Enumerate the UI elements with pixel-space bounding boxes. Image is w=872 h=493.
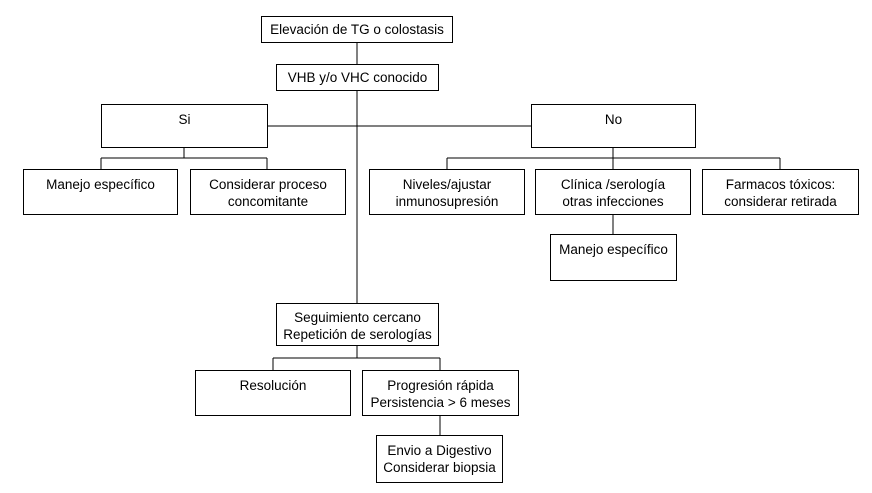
node-manejo-especifico-no: Manejo específico	[550, 234, 677, 281]
node-progresion-line2: Persistencia > 6 meses	[370, 395, 511, 410]
node-envio-digestivo: Envio a Digestivo Considerar biopsia	[376, 435, 503, 483]
node-farmacos-line2: considerar retirada	[724, 194, 837, 209]
node-considerar-proceso-line2: concomitante	[227, 194, 309, 209]
node-envio-line2: Considerar biopsia	[383, 460, 496, 475]
node-considerar-proceso: Considerar proceso concomitante	[190, 169, 346, 215]
node-niveles-line1: Niveles/ajustar	[402, 177, 492, 192]
node-no: No	[531, 104, 696, 148]
node-clinica-line2: otras infecciones	[562, 194, 664, 209]
node-hbv-hcv-known: VHB y/o VHC conocido	[276, 64, 439, 91]
node-clinica-line1: Clínica /serología	[560, 177, 666, 192]
node-resolucion-text: Resolución	[239, 378, 307, 393]
node-seguimiento-line1: Seguimiento cercano	[294, 310, 421, 325]
node-root-text: Elevación de TG o colostasis	[270, 22, 444, 37]
node-hbv-hcv-known-text: VHB y/o VHC conocido	[287, 70, 428, 85]
node-si: Si	[101, 104, 268, 148]
node-niveles-inmunosupresion: Niveles/ajustar inmunosupresión	[369, 169, 525, 215]
node-si-text: Si	[178, 112, 191, 127]
node-seguimiento-line2: Repetición de serologías	[283, 327, 432, 342]
node-root: Elevación de TG o colostasis	[261, 16, 453, 43]
node-considerar-proceso-line1: Considerar proceso	[209, 177, 327, 192]
node-resolucion: Resolución	[195, 370, 351, 416]
node-niveles-line2: inmunosupresión	[395, 194, 499, 209]
node-farmacos-toxicos: Farmacos tóxicos: considerar retirada	[702, 169, 859, 215]
node-progresion-rapida: Progresión rápida Persistencia > 6 meses	[362, 370, 519, 416]
node-no-text: No	[604, 112, 623, 127]
node-manejo-especifico-no-text: Manejo específico	[559, 242, 668, 257]
node-manejo-especifico-si-text: Manejo específico	[46, 177, 155, 192]
node-envio-line1: Envio a Digestivo	[387, 443, 492, 458]
node-progresion-line1: Progresión rápida	[387, 378, 494, 393]
node-clinica-serologia: Clínica /serología otras infecciones	[535, 169, 691, 215]
node-seguimiento-cercano: Seguimiento cercano Repetición de serolo…	[276, 303, 439, 346]
node-farmacos-line1: Farmacos tóxicos:	[725, 177, 836, 192]
node-manejo-especifico-si: Manejo específico	[23, 169, 178, 215]
